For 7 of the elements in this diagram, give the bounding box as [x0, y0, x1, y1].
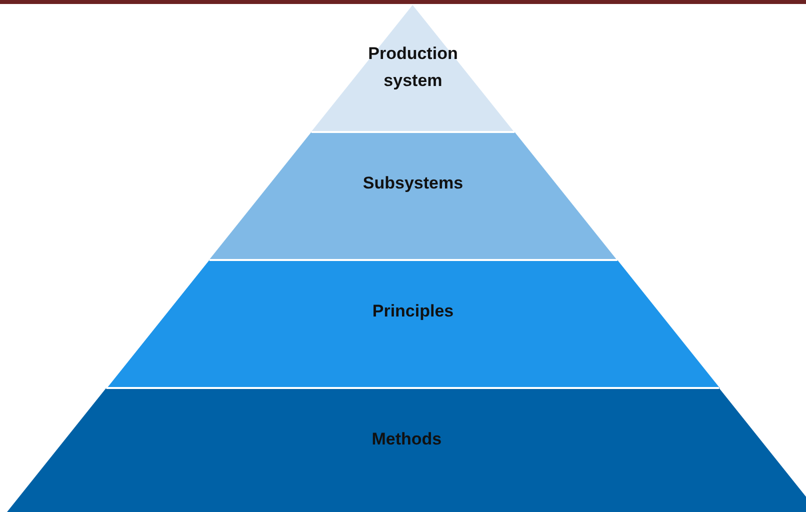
pyramid-level [7, 388, 806, 512]
pyramid-level [209, 132, 617, 260]
level-label: Principles [372, 300, 454, 322]
pyramid-level [106, 260, 720, 388]
level-label: Production system [367, 43, 459, 92]
level-label: Methods [372, 428, 442, 450]
level-label: Subsystems [362, 172, 464, 194]
